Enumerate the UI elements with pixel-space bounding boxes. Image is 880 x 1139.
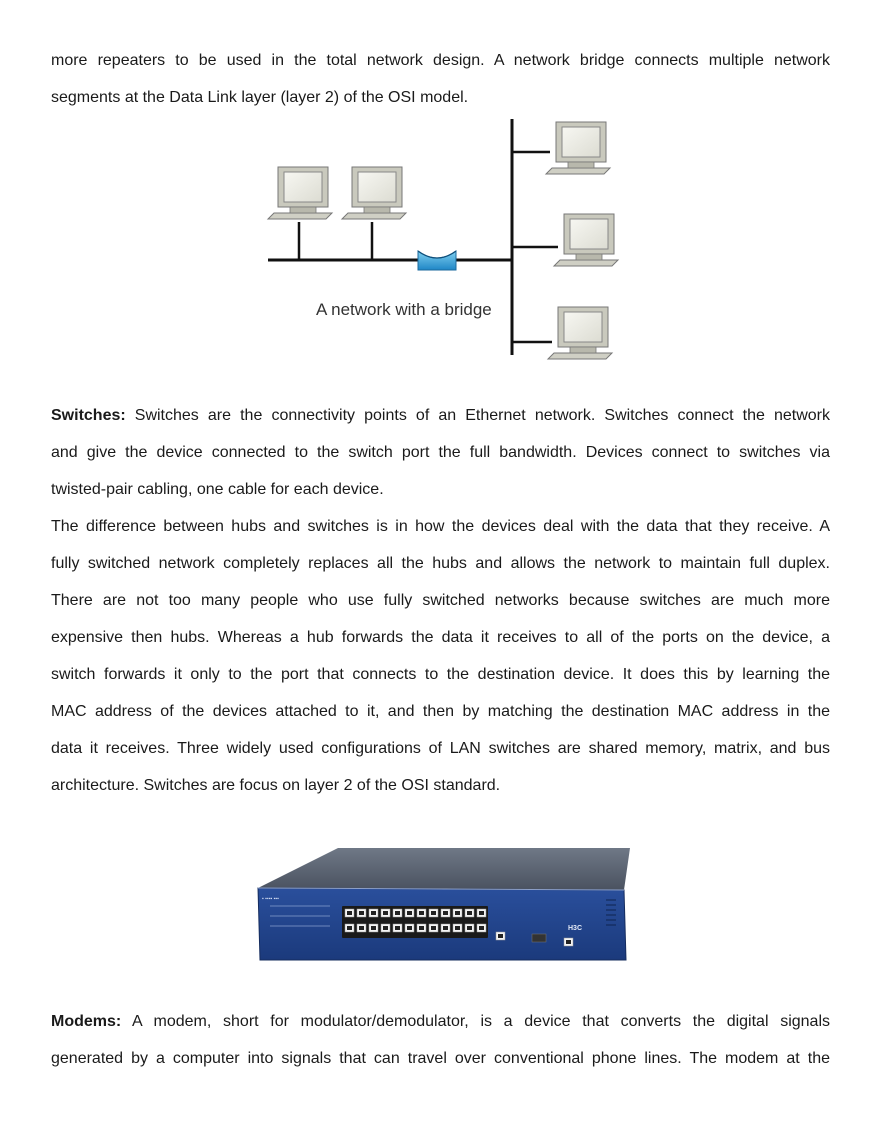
computer-icon [267, 166, 333, 220]
difference-line-4: expensive then hubs. Whereas a hub forwa… [51, 629, 830, 646]
intro-paragraph: more repeaters to be used in the total n… [51, 42, 830, 116]
difference-paragraph: The difference between hubs and switches… [51, 508, 830, 804]
computer-icon [545, 121, 611, 175]
modems-paragraph: Modems: A modem, short for modulator/dem… [51, 1003, 830, 1077]
bridge-icon [417, 250, 457, 271]
switches-line-3: twisted-pair cabling, one cable for each… [51, 481, 384, 498]
difference-line-7: data it receives. Three widely used conf… [51, 740, 830, 757]
modems-line-1: A modem, short for modulator/demodulator… [121, 1013, 830, 1030]
switches-line-1: Switches are the connectivity points of … [125, 407, 830, 424]
switches-heading: Switches: [51, 407, 126, 424]
difference-line-5: switch forwards it only to the port that… [51, 666, 830, 683]
ethernet-switch-photo: ▪ ▪▪▪▪ ▪▪▪ H3C [257, 848, 630, 961]
modems-line-2: generated by a computer into signals tha… [51, 1050, 830, 1067]
intro-line-1: more repeaters to be used in the total n… [51, 52, 830, 69]
difference-line-8: architecture. Switches are focus on laye… [51, 777, 501, 794]
modems-heading: Modems: [51, 1013, 122, 1030]
difference-line-1: The difference between hubs and switches… [51, 518, 830, 535]
difference-line-3: There are not too many people who use fu… [51, 592, 830, 609]
computer-icon [553, 213, 619, 267]
brand-logo: H3C [568, 925, 582, 932]
bridge-caption: A network with a bridge [316, 300, 492, 319]
difference-line-2: fully switched network completely replac… [51, 555, 830, 572]
switches-paragraph: Switches: Switches are the connectivity … [51, 397, 830, 508]
port-block [342, 906, 488, 938]
intro-line-2: segments at the Data Link layer (layer 2… [51, 89, 469, 106]
difference-line-6: MAC address of the devices attached to i… [51, 703, 830, 720]
computer-icon [341, 166, 407, 220]
svg-text:▪ ▪▪▪▪ ▪▪▪: ▪ ▪▪▪▪ ▪▪▪ [262, 896, 279, 902]
switches-line-2: and give the device connected to the swi… [51, 444, 830, 461]
bridge-network-figure: A network with a bridge [267, 119, 619, 360]
computer-icon [547, 306, 613, 360]
